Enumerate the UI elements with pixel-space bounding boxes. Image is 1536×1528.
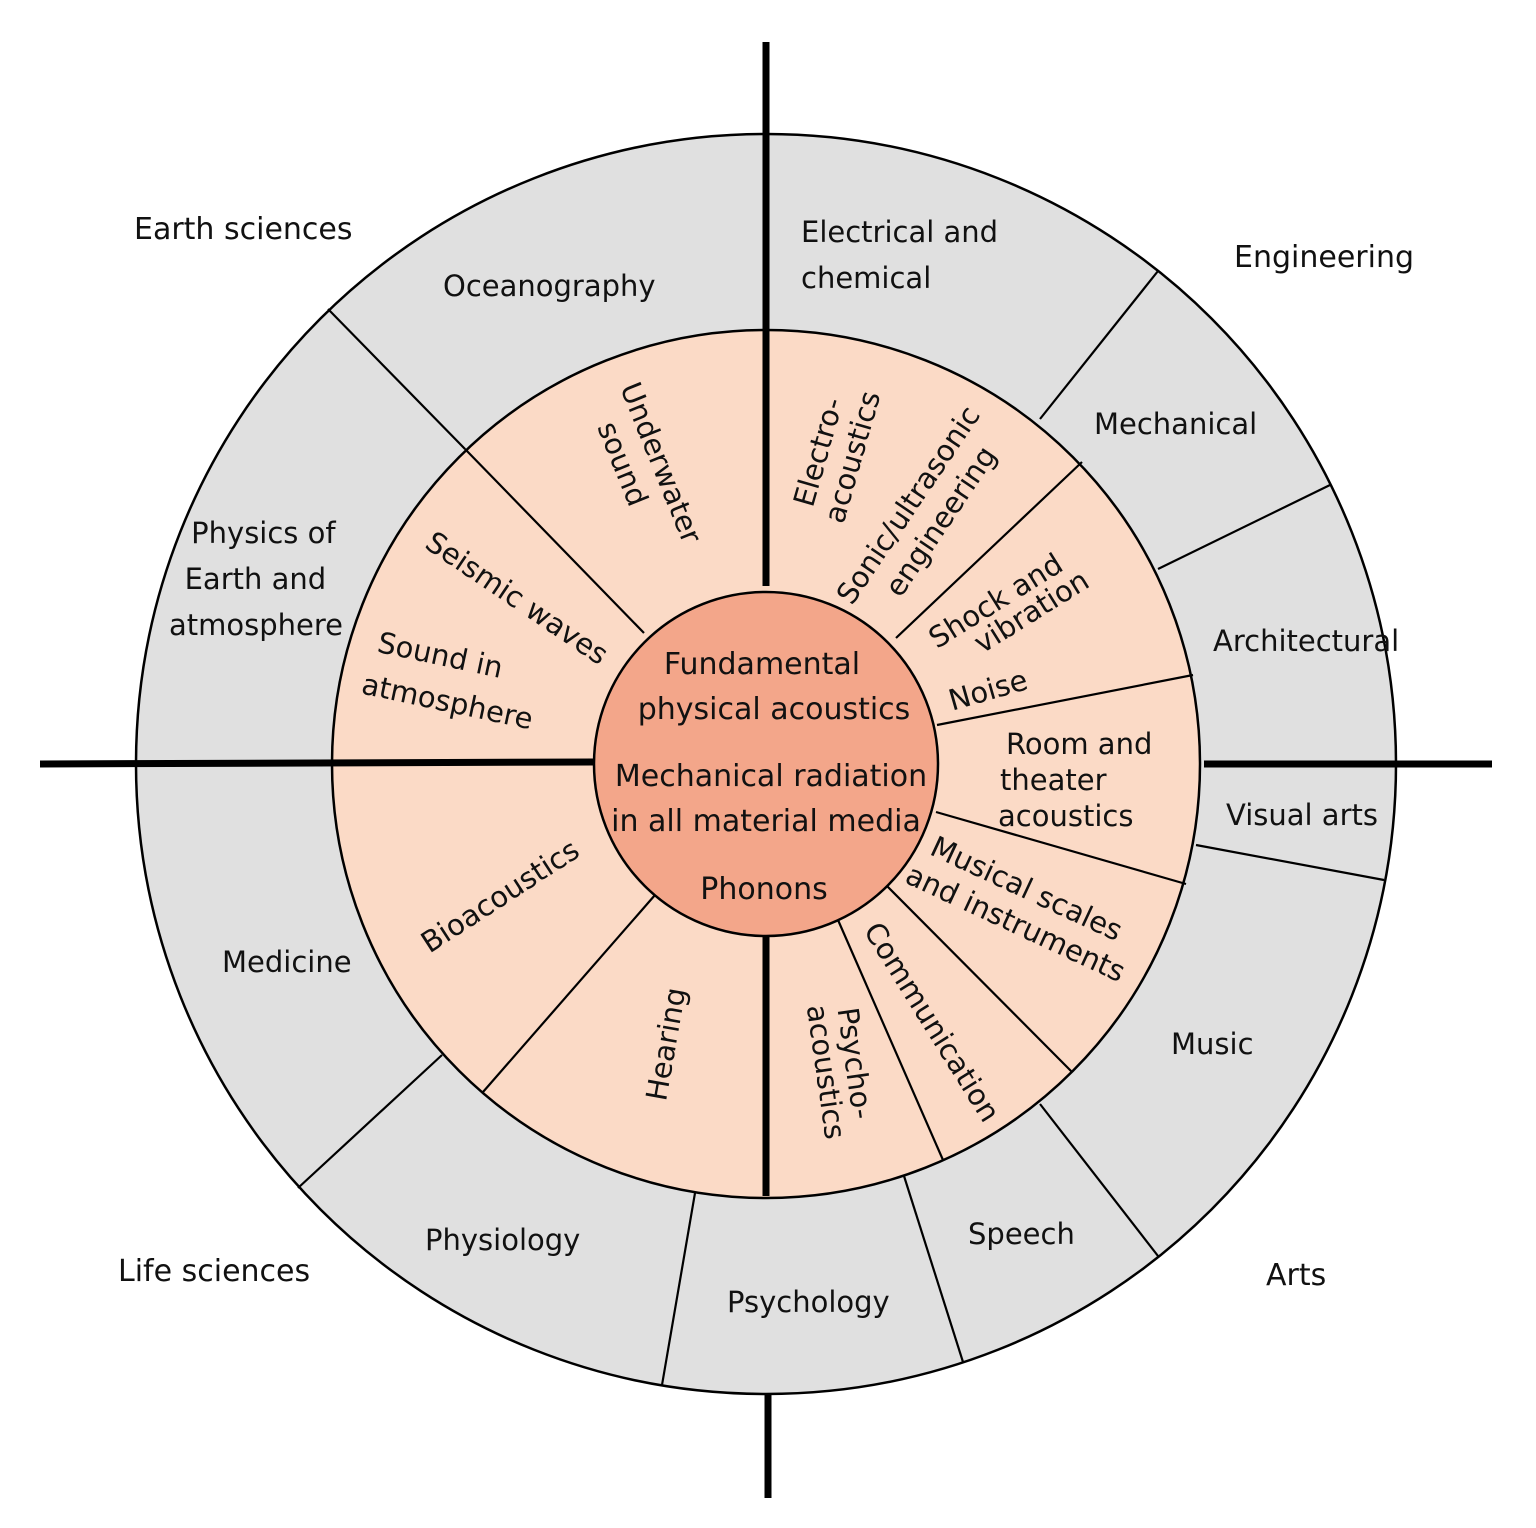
- core-labels: Fundamental physical acoustics Mechanica…: [611, 647, 927, 907]
- label-arts: Arts: [1266, 1258, 1326, 1293]
- label-core-line1: Fundamental: [664, 647, 860, 682]
- label-core-line4: in all material media: [611, 804, 921, 839]
- label-physics-earth-l1: Physics of: [191, 516, 336, 550]
- label-speech: Speech: [968, 1217, 1075, 1251]
- divider-electrical-mechanical: [1039, 270, 1159, 420]
- divider-oceanography-physics: [327, 308, 466, 450]
- label-earth-sciences: Earth sciences: [134, 212, 353, 247]
- label-room-theater: Room and theater acoustics: [998, 727, 1162, 833]
- outer-ring-dividers: [297, 270, 1385, 1386]
- outer-ring-labels: Oceanography Electrical and chemical Mec…: [169, 215, 1399, 1319]
- divider-visual-music: [1195, 843, 1385, 882]
- label-life-sciences: Life sciences: [118, 1254, 310, 1289]
- label-architectural: Architectural: [1213, 624, 1399, 658]
- label-physics-earth: Physics of Earth and atmosphere: [169, 516, 345, 642]
- label-physiology: Physiology: [425, 1223, 580, 1257]
- divider-hearing-bioacoustics: [482, 894, 656, 1093]
- label-medicine: Medicine: [222, 945, 352, 979]
- label-oceanography: Oceanography: [443, 269, 656, 303]
- divider-sonic-shock: [895, 461, 1083, 639]
- label-core-line2: physical acoustics: [638, 692, 911, 727]
- label-music: Music: [1171, 1027, 1254, 1061]
- quadrant-labels: Earth sciences Engineering Life sciences…: [118, 212, 1414, 1293]
- label-electrical-chemical: Electrical and chemical: [801, 215, 1007, 295]
- divider-room-musical: [935, 810, 1187, 886]
- divider-music-speech: [1039, 1103, 1159, 1257]
- label-room-theater-l1: Room and: [1006, 727, 1152, 761]
- label-visual-arts: Visual arts: [1226, 798, 1378, 832]
- divider-speech-psychology: [902, 1175, 965, 1363]
- divider-communication-psychoacoustics: [836, 919, 945, 1161]
- divider-noise-room: [936, 673, 1194, 727]
- label-core-line3: Mechanical radiation: [615, 759, 927, 794]
- label-psychology: Psychology: [727, 1285, 890, 1319]
- label-electrical-chemical-l2: chemical: [801, 261, 931, 295]
- divider-seismic-underwater: [464, 448, 645, 634]
- divider-musical-communication: [886, 885, 1073, 1073]
- label-room-theater-l3: acoustics: [998, 799, 1133, 833]
- divider-mechanical-architectural: [1157, 484, 1331, 570]
- inner-ring-dividers: [464, 448, 1194, 1161]
- divider-psychology-physiology: [660, 1192, 697, 1386]
- axis-lines: [39, 42, 1492, 1498]
- label-engineering: Engineering: [1234, 240, 1414, 275]
- axis-left: [39, 758, 595, 768]
- label-physics-earth-l2: Earth and: [185, 562, 327, 596]
- label-core-line5: Phonons: [700, 872, 827, 907]
- label-physics-earth-l3: atmosphere: [169, 608, 343, 642]
- label-mechanical: Mechanical: [1094, 407, 1257, 441]
- divider-physiology-medicine: [297, 1054, 443, 1189]
- label-room-theater-l2: theater: [1000, 763, 1107, 797]
- label-electrical-chemical-l1: Electrical and: [801, 215, 998, 249]
